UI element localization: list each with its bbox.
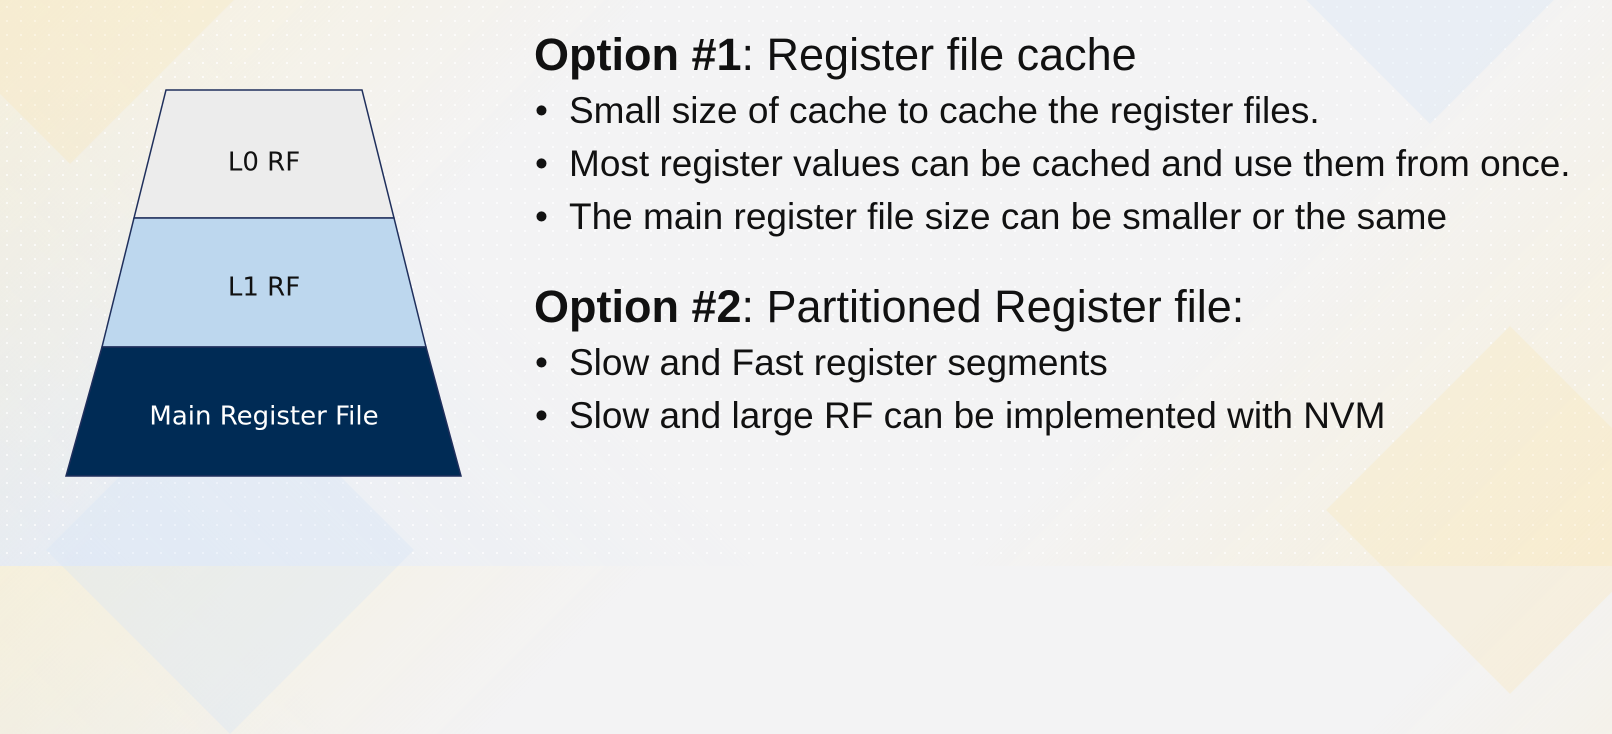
bullet-text: Slow and large RF can be implemented wit…	[569, 395, 1386, 436]
list-item: • The main register file size can be smal…	[534, 190, 1594, 243]
bullet-icon: •	[535, 196, 548, 237]
option-1-name: : Register file cache	[741, 29, 1137, 80]
pyramid-label-l1: L1 RF	[228, 273, 300, 303]
register-file-hierarchy-diagram: L0 RF L1 RF Main Register File	[65, 89, 462, 477]
option-2-title: Option #2: Partitioned Register file:	[534, 278, 1594, 336]
bullet-text: Most register values can be cached and u…	[569, 143, 1571, 184]
option-1-title: Option #1: Register file cache	[534, 26, 1594, 84]
list-item: • Small size of cache to cache the regist…	[534, 84, 1594, 137]
bullet-icon: •	[535, 342, 548, 383]
bullet-icon: •	[535, 395, 548, 436]
option-2-bullets: • Slow and Fast register segments • Slow a…	[534, 336, 1594, 442]
bullet-text: The main register file size can be small…	[569, 196, 1448, 237]
option-2-label: Option #2	[534, 281, 742, 332]
pyramid-level-main	[65, 346, 462, 477]
bullet-icon: •	[535, 143, 548, 184]
option-2-name: : Partitioned Register file:	[741, 281, 1245, 332]
options-panel: Option #1: Register file cache • Small si…	[534, 26, 1594, 442]
option-1-bullets: • Small size of cache to cache the regist…	[534, 84, 1594, 243]
bullet-text: Small size of cache to cache the registe…	[569, 90, 1320, 131]
list-item: • Slow and large RF can be implemented wi…	[534, 389, 1594, 442]
bullet-icon: •	[535, 90, 548, 131]
pyramid-label-main: Main Register File	[149, 402, 378, 432]
section-spacer	[534, 243, 1594, 278]
bullet-text: Slow and Fast register segments	[569, 342, 1108, 383]
option-1-label: Option #1	[534, 29, 742, 80]
list-item: • Slow and Fast register segments	[534, 336, 1594, 389]
list-item: • Most register values can be cached and …	[534, 137, 1594, 190]
pyramid-label-l0: L0 RF	[228, 148, 300, 178]
